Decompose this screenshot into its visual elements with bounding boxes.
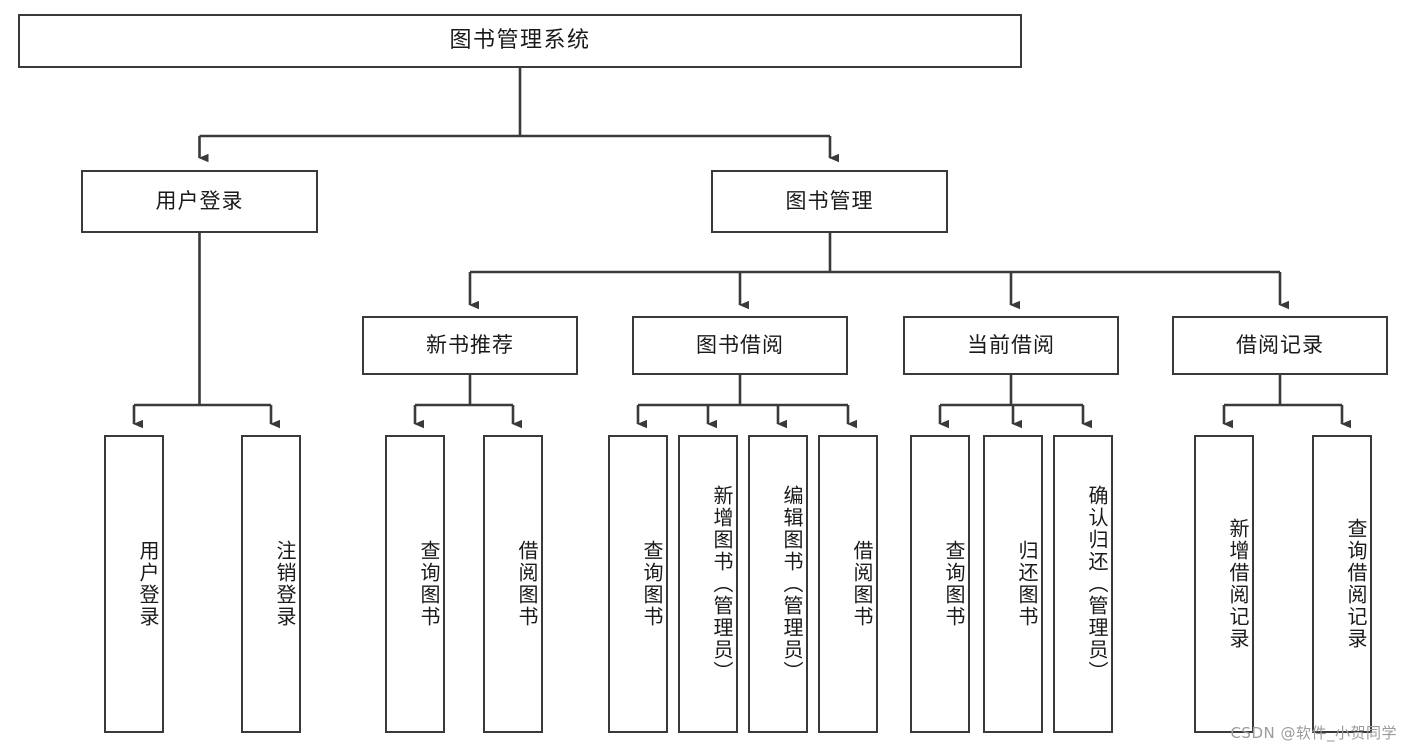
node-label: 借阅图书 [515, 540, 539, 628]
node-label: 借阅记录 [1236, 332, 1324, 357]
leaf-query-book-borrowing[interactable]: 查询图书 [608, 435, 668, 733]
leaf-borrow-book-borrowing[interactable]: 借阅图书 [818, 435, 878, 733]
node-label: 编辑图书（管理员） [780, 485, 804, 683]
leaf-add-book-admin[interactable]: 新增图书（管理员） [678, 435, 738, 733]
leaf-return-book[interactable]: 归还图书 [983, 435, 1043, 733]
node-root-library-system[interactable]: 图书管理系统 [18, 14, 1022, 68]
node-label: 新增图书（管理员） [710, 485, 734, 683]
node-label: 查询借阅记录 [1344, 518, 1368, 650]
leaf-user-login[interactable]: 用户登录 [104, 435, 164, 733]
leaf-edit-book-admin[interactable]: 编辑图书（管理员） [748, 435, 808, 733]
leaf-query-book-current[interactable]: 查询图书 [910, 435, 970, 733]
node-book-borrowing[interactable]: 图书借阅 [632, 316, 848, 375]
node-label: 图书管理系统 [449, 27, 591, 53]
leaf-borrow-book-recommendation[interactable]: 借阅图书 [483, 435, 543, 733]
node-label: 归还图书 [1015, 540, 1039, 628]
node-label: 查询图书 [417, 540, 441, 628]
node-label: 新书推荐 [426, 332, 514, 357]
node-label: 新增借阅记录 [1226, 518, 1250, 650]
node-borrowing-records[interactable]: 借阅记录 [1172, 316, 1388, 375]
node-book-management[interactable]: 图书管理 [711, 170, 948, 233]
node-label: 借阅图书 [850, 540, 874, 628]
csdn-watermark: CSDN @软件_小贺同学 [1230, 724, 1397, 742]
leaf-query-book-recommendation[interactable]: 查询图书 [385, 435, 445, 733]
leaf-add-borrow-record[interactable]: 新增借阅记录 [1194, 435, 1254, 733]
leaf-logout[interactable]: 注销登录 [241, 435, 301, 733]
node-label: 查询图书 [640, 540, 664, 628]
node-label: 查询图书 [942, 540, 966, 628]
node-new-book-recommendation[interactable]: 新书推荐 [362, 316, 578, 375]
node-label: 图书管理 [785, 188, 874, 213]
node-label: 确认归还（管理员） [1085, 485, 1109, 683]
leaf-query-borrow-record[interactable]: 查询借阅记录 [1312, 435, 1372, 733]
node-label: 注销登录 [273, 540, 297, 628]
node-label: 当前借阅 [967, 332, 1055, 357]
node-current-borrowing[interactable]: 当前借阅 [903, 316, 1119, 375]
node-user-login[interactable]: 用户登录 [81, 170, 318, 233]
node-label: 用户登录 [155, 188, 244, 213]
node-label: 图书借阅 [696, 332, 784, 357]
leaf-confirm-return-admin[interactable]: 确认归还（管理员） [1053, 435, 1113, 733]
node-label: 用户登录 [136, 540, 160, 628]
